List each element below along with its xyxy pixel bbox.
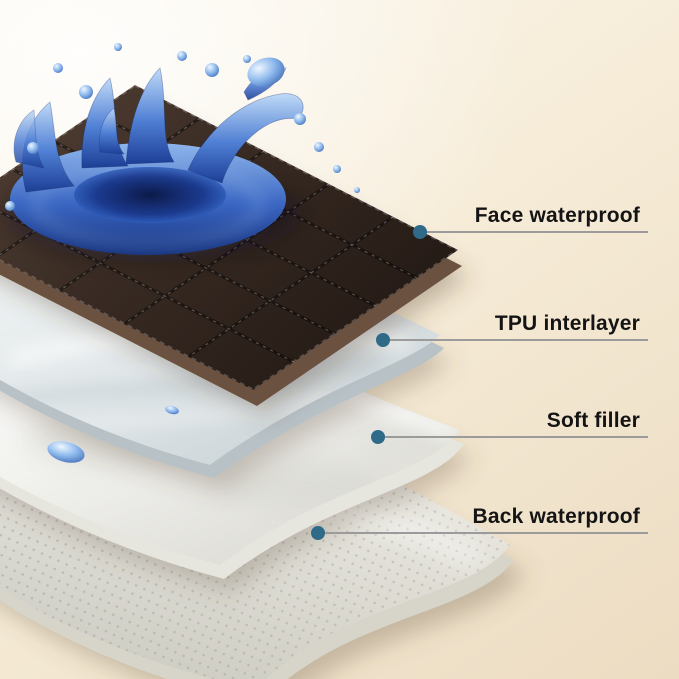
annotation-face-waterproof: Face waterproof bbox=[413, 204, 648, 239]
water-droplet bbox=[243, 55, 251, 63]
water-droplet bbox=[53, 63, 63, 73]
water-droplet bbox=[247, 57, 285, 87]
annotation-back-waterproof: Back waterproof bbox=[311, 505, 648, 540]
annotation-tpu-interlayer: TPU interlayer bbox=[376, 312, 648, 347]
water-droplet bbox=[27, 142, 39, 154]
annotation-label: Face waterproof bbox=[474, 204, 640, 227]
water-splash bbox=[2, 43, 360, 262]
water-droplet bbox=[177, 51, 187, 61]
water-droplet bbox=[114, 43, 122, 51]
marker-dot bbox=[376, 333, 390, 347]
annotation-label: Soft filler bbox=[546, 409, 640, 432]
water-droplet bbox=[205, 63, 219, 77]
water-droplet bbox=[79, 85, 93, 99]
annotation-soft-filler: Soft filler bbox=[371, 409, 648, 444]
water-droplet bbox=[314, 142, 324, 152]
splash-pool bbox=[74, 167, 226, 223]
splash-rim-highlight bbox=[33, 161, 263, 247]
marker-dot bbox=[311, 526, 325, 540]
water-droplet bbox=[47, 441, 85, 463]
water-droplet bbox=[165, 405, 179, 415]
marker-dot bbox=[413, 225, 427, 239]
water-droplet bbox=[333, 165, 341, 173]
water-droplet bbox=[5, 201, 15, 211]
annotation-label: Back waterproof bbox=[472, 505, 640, 528]
marker-dot bbox=[371, 430, 385, 444]
water-droplets bbox=[5, 43, 360, 211]
water-droplet bbox=[354, 187, 360, 193]
splash-crown bbox=[13, 67, 304, 193]
annotation-label: TPU interlayer bbox=[494, 312, 640, 335]
water-droplet bbox=[294, 113, 306, 125]
